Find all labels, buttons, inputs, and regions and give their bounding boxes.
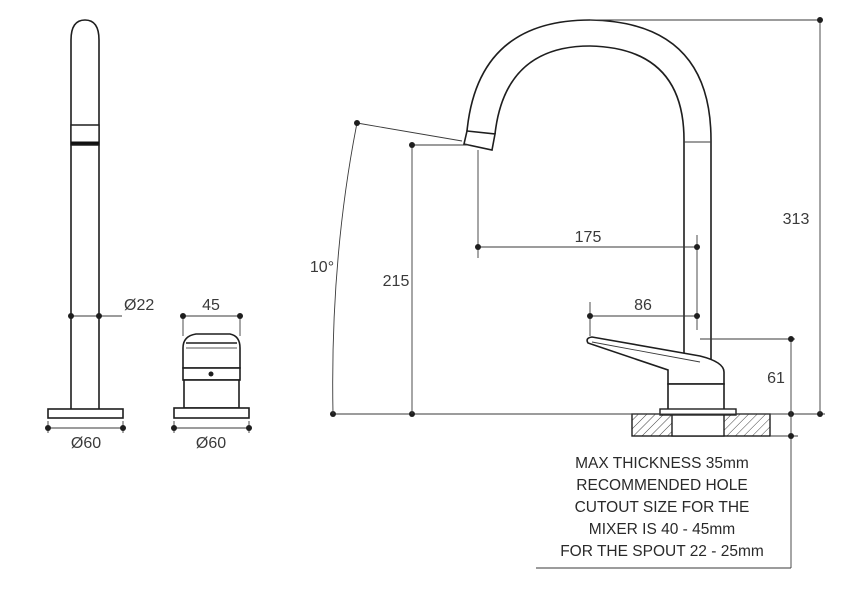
dim215-label: 215 (383, 273, 410, 290)
dim45-label: 45 (202, 297, 220, 314)
spout-side-body (70, 19, 100, 410)
mixer-body (183, 379, 240, 409)
mixer-base (173, 407, 250, 419)
dia22-label: Ø22 (124, 297, 154, 314)
dim-dot (788, 433, 794, 439)
dia60-side-label: Ø60 (71, 435, 101, 452)
dim-dot (694, 313, 700, 319)
angle-arc (332, 122, 358, 415)
spout-side-base (47, 408, 124, 419)
dim-dot (237, 313, 243, 319)
note-line-4: MIXER IS 40 - 45mm (589, 521, 735, 538)
installation-note: MAX THICKNESS 35mm RECOMMENDED HOLE CUTO… (560, 455, 764, 560)
dim-dot (246, 425, 252, 431)
dim-dot (96, 313, 102, 319)
dim-dot (68, 313, 74, 319)
note-line-1: MAX THICKNESS 35mm (575, 455, 749, 472)
mixer-front-view: 45 Ø60 (171, 297, 252, 452)
angle-leg (356, 122, 463, 142)
dim175-label: 175 (575, 229, 602, 246)
lever-detail (591, 341, 701, 363)
dim-dot (171, 425, 177, 431)
mounting-plate (659, 408, 737, 416)
dim-dot (694, 244, 700, 250)
note-line-5: FOR THE SPOUT 22 - 25mm (560, 543, 764, 560)
spout-aerator (70, 124, 100, 146)
gooseneck-inner (494, 45, 685, 400)
mixer-body-elevation (667, 383, 725, 411)
note-line-2: RECOMMENDED HOLE (576, 477, 747, 494)
dim-dot (120, 425, 126, 431)
lever-handle (586, 336, 725, 385)
dim-dot (587, 313, 593, 319)
mixer-indicator (208, 371, 214, 377)
dim86-label: 86 (634, 297, 652, 314)
dim-dot (354, 120, 360, 126)
spout-outlet (463, 130, 496, 151)
note-line-3: CUTOUT SIZE FOR THE (575, 499, 750, 516)
dim-dot (180, 313, 186, 319)
dim-dot (409, 142, 415, 148)
dia60-mixer-label: Ø60 (196, 435, 226, 452)
dim-dot (475, 244, 481, 250)
cutout-hole (671, 413, 725, 437)
dim61-label: 61 (767, 370, 785, 387)
spout-side-view: Ø22 Ø60 (45, 19, 154, 452)
main-elevation: 10° 215 313 175 86 61 (310, 17, 825, 569)
angle-label: 10° (310, 259, 334, 276)
mixer-handle (182, 333, 241, 369)
dim-dot (788, 336, 794, 342)
dim-dot (817, 17, 823, 23)
dim-dot (45, 425, 51, 431)
dim313-label: 313 (783, 211, 810, 228)
